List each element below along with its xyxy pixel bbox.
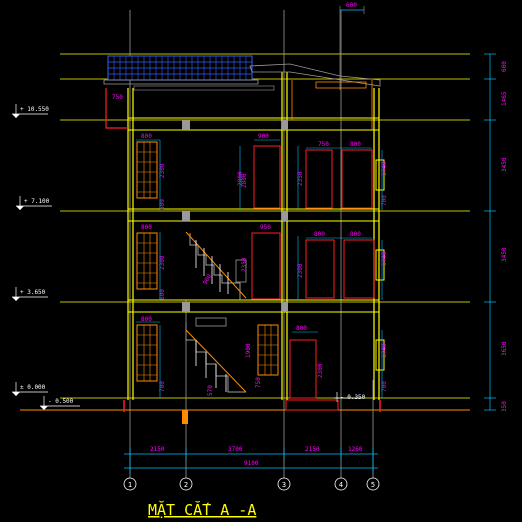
level-label-6: - 0.350: [340, 394, 366, 401]
inner-dim-14: 900: [202, 273, 214, 286]
axis-label-1: 1: [128, 481, 132, 489]
level-label-3: + 3.650: [20, 289, 46, 296]
right-dim-1: 600: [501, 61, 508, 72]
inner-dim-23: 800: [141, 316, 152, 323]
right-dim-6: 350: [501, 401, 508, 412]
bottom-dim-2: 3700: [228, 446, 243, 453]
inner-dim-22: 1900: [245, 343, 252, 358]
axis-label-4: 4: [339, 481, 343, 489]
inner-dim-16: 800: [350, 231, 361, 238]
inner-dim-18: 2300: [297, 263, 304, 278]
level-marker-5: - 0.500: [40, 396, 80, 410]
bottom-dim-1: 2150: [150, 446, 165, 453]
stair-lower: [185, 317, 247, 393]
right-dim-3: 3450: [501, 157, 508, 172]
bottom-dimension-chain: 2150 3700 2150 1260 9100: [124, 446, 378, 474]
inner-dim-2: 800: [141, 133, 152, 140]
axis-label-2: 2: [184, 481, 188, 489]
level-label-5: - 0.500: [48, 398, 74, 405]
inner-dim-30: 800: [296, 325, 307, 332]
level-label-4: ± 0.000: [20, 384, 46, 391]
inner-dimensions: 750 800 900 750 800 2300 2800 2350 1740 …: [112, 94, 388, 396]
inner-dim-6: 2300: [159, 163, 166, 178]
inner-dim-12: 950: [260, 224, 271, 231]
inner-dim-5: 800: [350, 141, 361, 148]
right-dimension-chain: 600 1465 3450 3450 3650 350: [484, 53, 508, 412]
level-label-1: + 10.550: [20, 106, 49, 113]
axis-bubble-1: [123, 477, 137, 491]
inner-dim-20: 1740: [381, 251, 388, 266]
inner-dim-21: 600: [159, 289, 166, 300]
openings: [136, 141, 385, 399]
floor-slabs: [127, 117, 380, 313]
axis-bubbles: [123, 477, 380, 491]
bottom-dim-total: 9100: [244, 460, 259, 467]
axis-bubble-5: [366, 477, 380, 491]
inner-dim-8: 2350: [297, 171, 304, 186]
inner-dim-13: 800: [141, 224, 152, 231]
axis-label-3: 3: [282, 481, 286, 489]
inner-dim-10: 700: [381, 195, 388, 206]
inner-dim-25: 1740: [381, 343, 388, 358]
axis-bubble-3: [277, 477, 291, 491]
inner-dim-28: 750: [255, 377, 262, 388]
inner-dim-19: 2350: [241, 257, 248, 272]
inner-dim-7: 2800: [237, 171, 244, 186]
inner-dim-lines: [136, 139, 383, 398]
level-marker-3: + 3.650: [12, 287, 48, 301]
ground-line: [20, 399, 470, 424]
inner-dim-1: 750: [112, 94, 123, 101]
level-label-2: + 7.100: [24, 198, 50, 205]
inner-dim-29: 570: [207, 385, 214, 396]
level-marker-4: ± 0.000: [12, 382, 48, 396]
axis-label-5: 5: [371, 481, 375, 489]
axis-bubble-4: [334, 477, 348, 491]
level-marker-1: + 10.550: [12, 104, 49, 118]
level-marker-2: + 7.100: [16, 196, 52, 210]
axis-labels: 1 2 3 4 5: [128, 481, 375, 489]
inner-dim-27: 700: [381, 381, 388, 392]
top-dim-label: 600: [346, 2, 357, 9]
right-dim-4: 3450: [501, 247, 508, 262]
stair-upper: [185, 231, 247, 300]
right-dim-2: 1465: [501, 91, 508, 106]
inner-dim-11: 600: [159, 199, 166, 210]
inner-dim-26: 700: [159, 381, 166, 392]
roof-tiles: [103, 55, 381, 130]
top-dimension: 600: [339, 2, 365, 90]
inner-dim-24: 2300: [317, 363, 324, 378]
inner-dim-17: 2300: [159, 255, 166, 270]
inner-dim-4: 750: [318, 141, 329, 148]
inner-dim-3: 900: [258, 133, 269, 140]
drawing-title: MẶT CẮT A -A: [148, 500, 256, 519]
axis-bubble-2: [179, 477, 193, 491]
inner-dim-9: 1740: [381, 161, 388, 176]
bottom-dim-3: 2150: [305, 446, 320, 453]
bottom-dim-4: 1260: [348, 446, 363, 453]
inner-dim-31: 2800: [241, 173, 248, 188]
right-dim-5: 3650: [501, 341, 508, 356]
inner-dim-15: 800: [314, 231, 325, 238]
